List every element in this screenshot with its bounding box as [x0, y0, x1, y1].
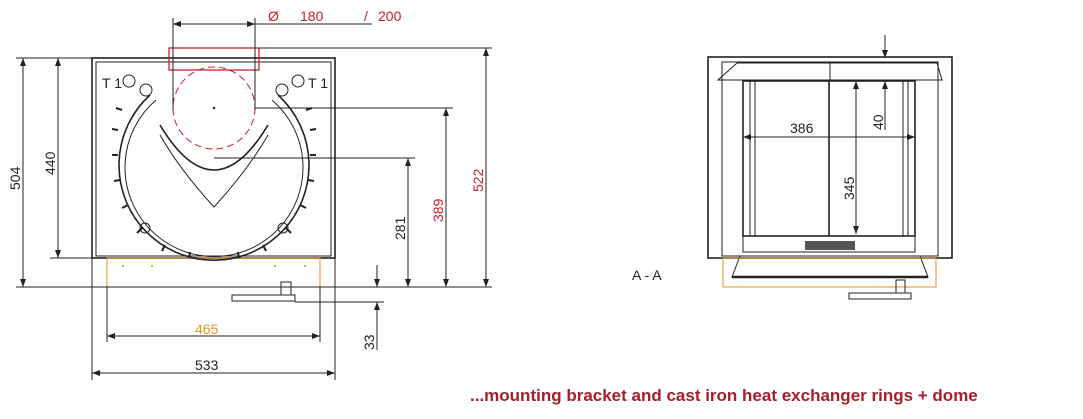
dim-440: 440	[42, 151, 58, 175]
heat-exchanger-ring	[118, 94, 310, 261]
dim-386: 386	[790, 120, 814, 136]
dim-465: 465	[195, 321, 219, 337]
dim-345: 345	[841, 176, 857, 200]
flue-diameter-symbol: Ø	[268, 8, 279, 24]
flue-diameter-sep: /	[364, 8, 368, 24]
dim-281: 281	[392, 216, 408, 240]
section-view: A - A 386 345 40	[632, 35, 953, 300]
front-view: T 1 T 1 Ø 180 / 200 504 440 281 389 522 …	[7, 8, 492, 380]
flue-diameter-180: 180	[300, 8, 324, 24]
sensor-right-icon	[291, 74, 305, 88]
sensor-left-label: T 1	[102, 75, 122, 91]
base-bracket	[106, 257, 321, 288]
dim-40: 40	[870, 114, 886, 130]
section-label: A - A	[632, 267, 662, 283]
dim-33: 33	[361, 334, 377, 350]
flue-diameter-200: 200	[378, 8, 402, 24]
caption: ...mounting bracket and cast iron heat e…	[470, 386, 978, 405]
dim-522: 522	[470, 168, 486, 192]
dim-504: 504	[7, 166, 23, 190]
dim-389: 389	[430, 198, 446, 222]
flue-collar	[168, 47, 260, 71]
dim-533: 533	[195, 357, 219, 373]
sensor-left-icon	[122, 74, 136, 88]
sensor-right-label: T 1	[308, 75, 328, 91]
